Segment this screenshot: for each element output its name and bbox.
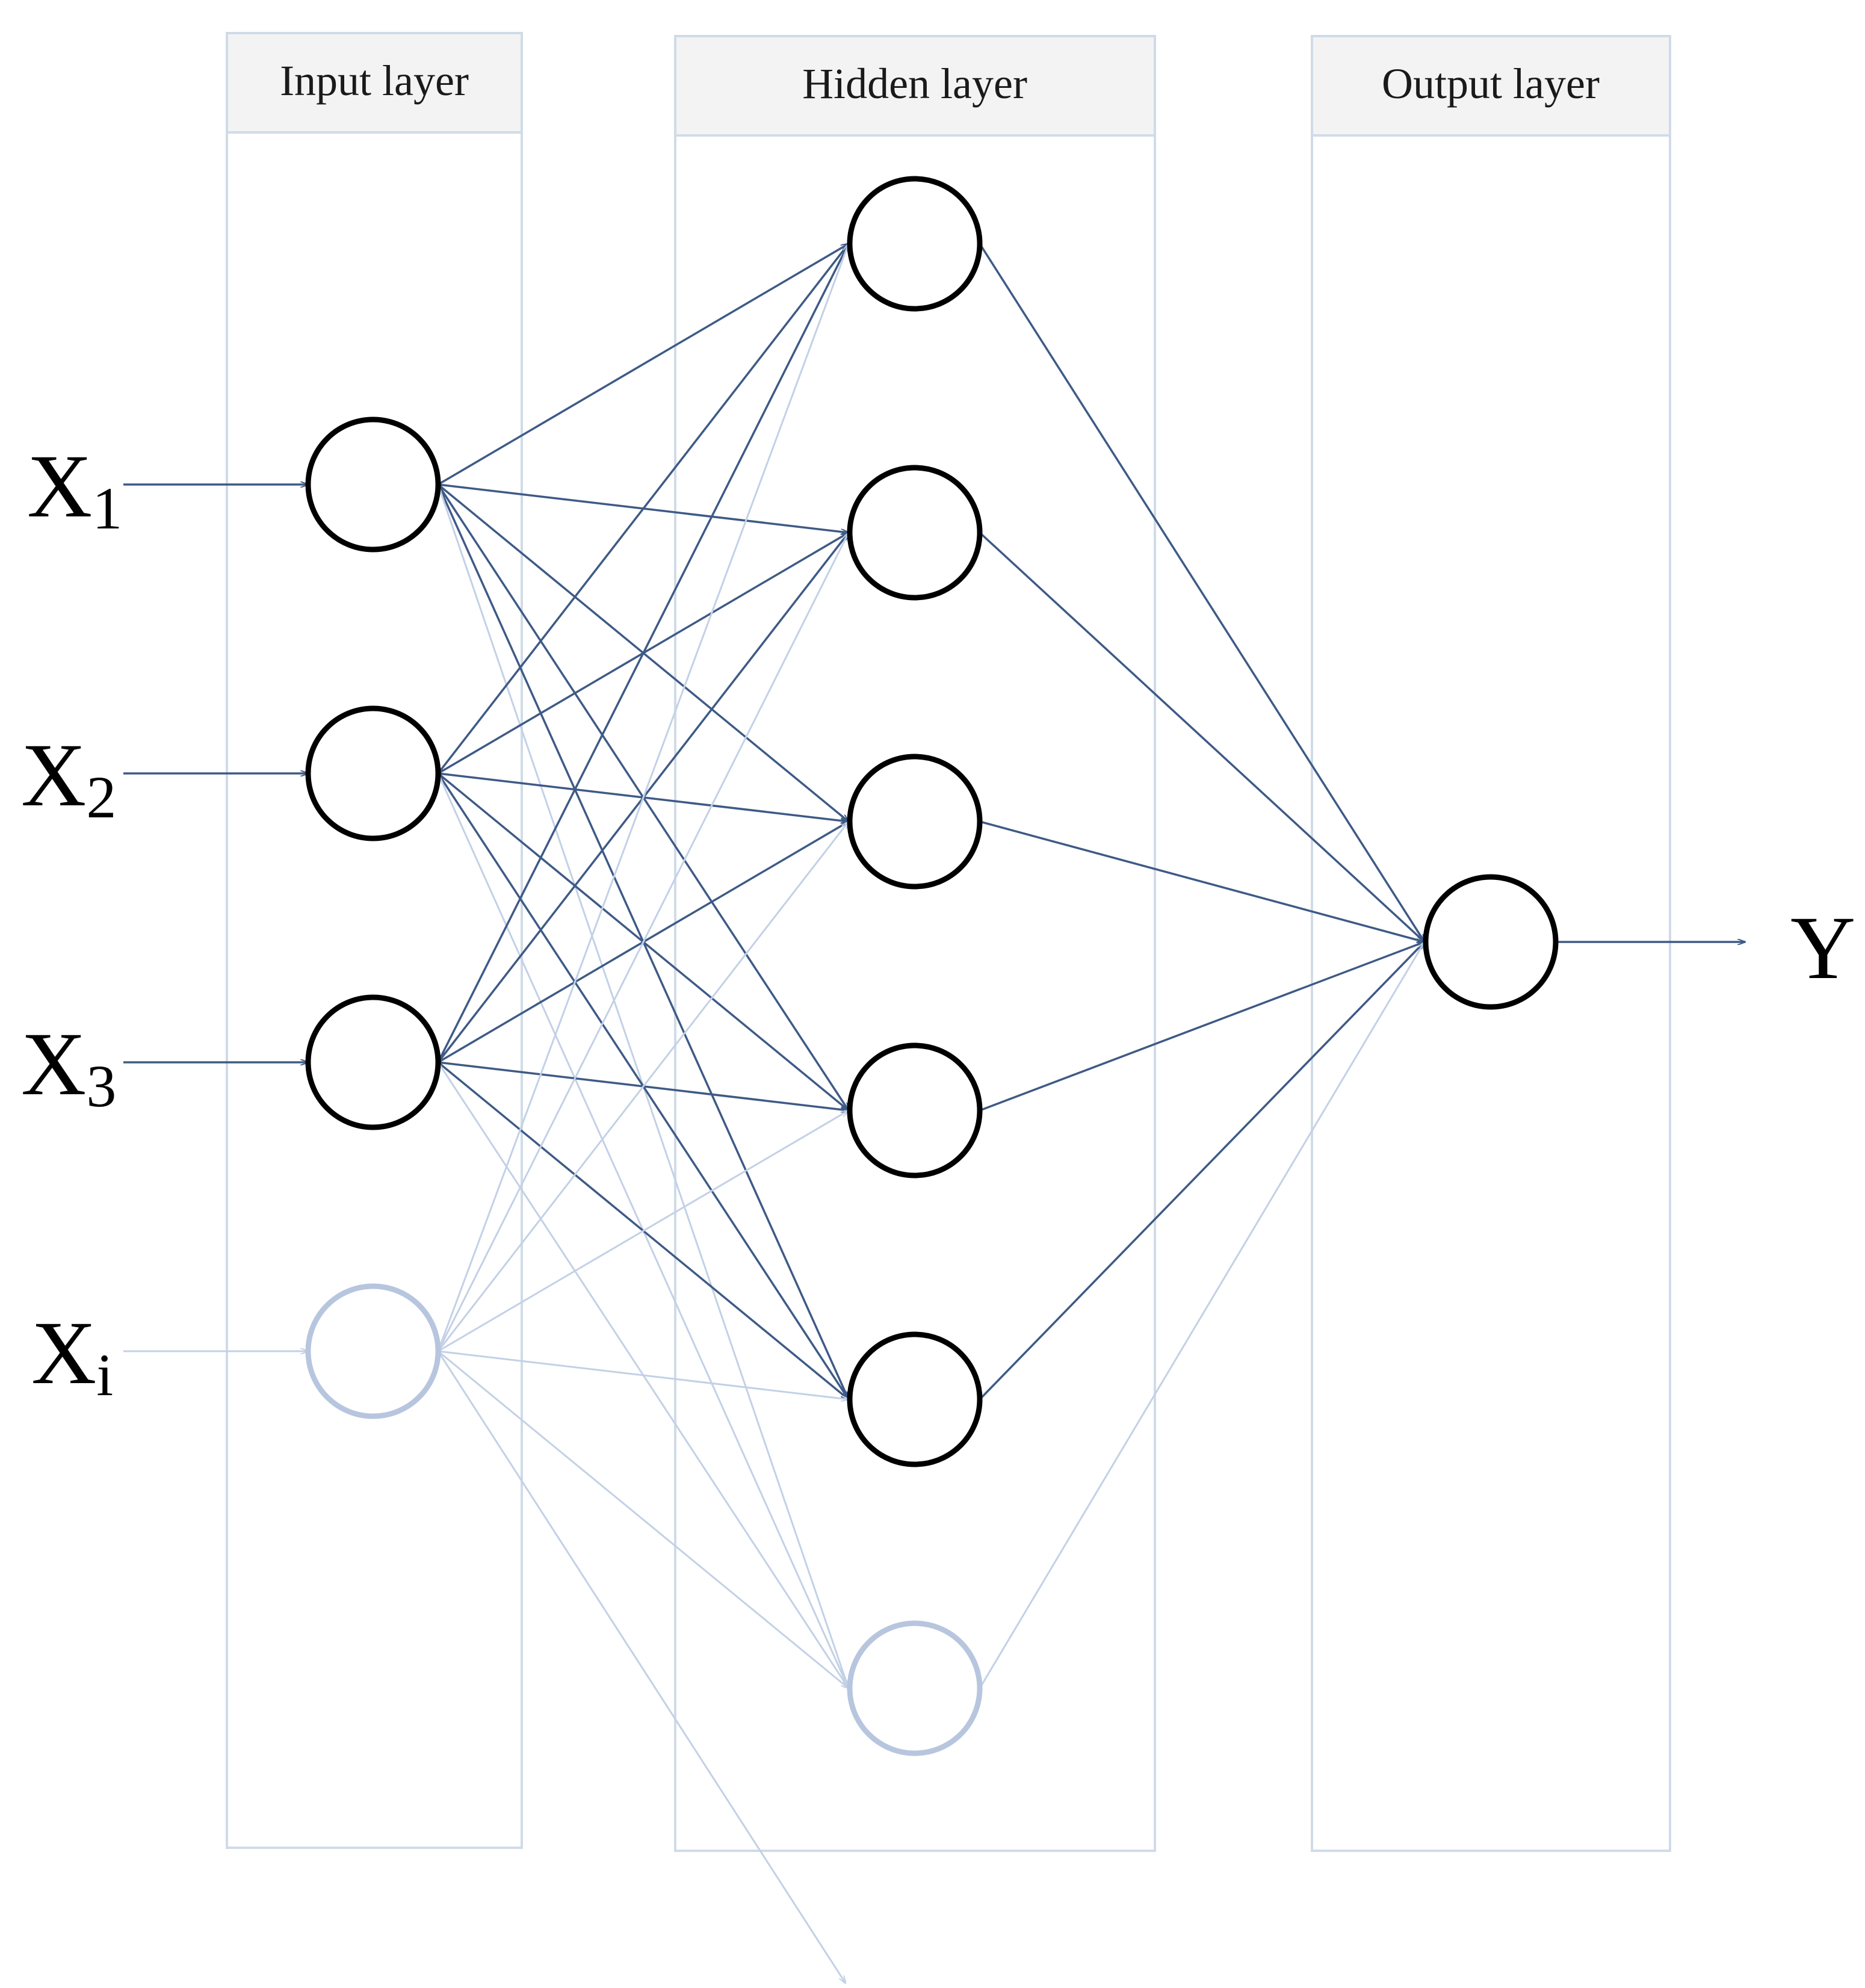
input-label-x3: X3 bbox=[21, 1014, 116, 1119]
input-layer-header bbox=[226, 32, 523, 134]
output-label-y: Y bbox=[1790, 898, 1855, 998]
edge-input-2-hidden-1 bbox=[437, 244, 849, 775]
input-labels: X1 X2 X3 Xi bbox=[21, 436, 122, 1408]
edge-hidden-5-output bbox=[979, 942, 1424, 1401]
edge-input-4-hidden-5 bbox=[438, 1350, 849, 1399]
edge-input-1-hidden-1 bbox=[438, 244, 849, 486]
edge-hidden-1-output bbox=[979, 243, 1424, 942]
input-label-x3-sub: 3 bbox=[86, 1053, 116, 1119]
connections bbox=[123, 244, 1745, 1983]
layer-panels: Input layer Hidden layer Output layer bbox=[226, 32, 1671, 1852]
edge-input-4-hidden-6 bbox=[438, 1350, 849, 1688]
hidden-node-6 bbox=[847, 1620, 983, 1756]
edge-input-3-hidden-1 bbox=[437, 244, 849, 1063]
input-label-xi: Xi bbox=[31, 1303, 113, 1408]
input-layer-panel: Input layer bbox=[226, 32, 523, 1849]
edge-hidden-3-output bbox=[979, 820, 1424, 942]
edge-input-4-hidden-4 bbox=[438, 1110, 849, 1352]
input-label-x2: X2 bbox=[21, 725, 116, 831]
edge-hidden-2-output bbox=[979, 531, 1424, 942]
input-layer-column bbox=[226, 32, 523, 1849]
edge-input-4-extra bbox=[437, 1351, 846, 1983]
input-label-x1-base: X bbox=[27, 436, 92, 536]
input-node-3 bbox=[305, 994, 441, 1130]
hidden-node-5 bbox=[847, 1331, 983, 1467]
output-node bbox=[1423, 874, 1559, 1010]
input-label-x3-base: X bbox=[21, 1014, 86, 1114]
edge-hidden-4-output bbox=[979, 941, 1424, 1112]
input-label-xi-sub: i bbox=[96, 1342, 113, 1408]
edge-hidden-6-output bbox=[979, 942, 1424, 1689]
hidden-node-3 bbox=[847, 754, 983, 890]
hidden-layer-label: Hidden layer bbox=[802, 60, 1027, 108]
hidden-node-4 bbox=[847, 1042, 983, 1178]
input-label-x1: X1 bbox=[27, 436, 122, 542]
input-node-2 bbox=[305, 705, 441, 841]
output-layer-panel: Output layer bbox=[1311, 35, 1671, 1852]
input-label-x1-sub: 1 bbox=[92, 475, 122, 542]
hidden-node-2 bbox=[847, 465, 983, 601]
hidden-layer-panel: Hidden layer bbox=[674, 35, 1156, 1852]
output-layer-header bbox=[1311, 35, 1671, 137]
edge-input-4-hidden-3 bbox=[437, 822, 849, 1352]
hidden-layer-header bbox=[674, 35, 1156, 137]
input-label-xi-base: X bbox=[31, 1303, 96, 1403]
nodes bbox=[305, 176, 1559, 1756]
edge-input-4-hidden-1 bbox=[437, 244, 850, 1352]
edge-input-4-hidden-2 bbox=[437, 533, 849, 1352]
hidden-node-1 bbox=[847, 176, 983, 312]
input-layer-label: Input layer bbox=[280, 57, 469, 105]
input-node-4 bbox=[305, 1283, 441, 1419]
input-node-1 bbox=[305, 416, 441, 553]
input-label-x2-base: X bbox=[21, 725, 86, 825]
input-label-x2-sub: 2 bbox=[86, 764, 116, 831]
output-layer-label: Output layer bbox=[1382, 60, 1600, 108]
